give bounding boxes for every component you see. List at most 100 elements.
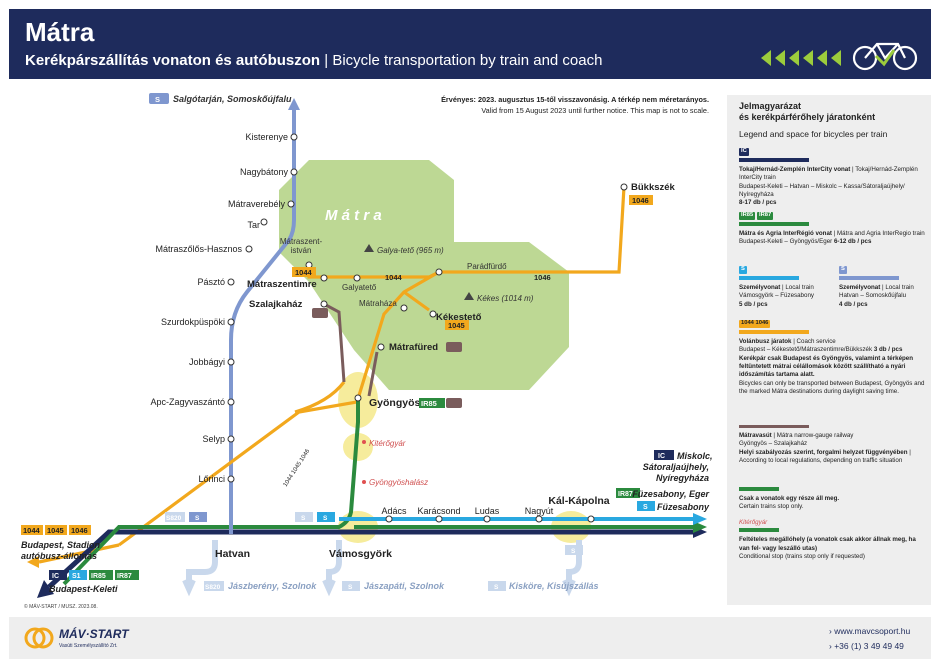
footer-phone: +36 (1) 3 49 49 49: [834, 641, 904, 651]
bus-tag-diag: 1044 1045 1046: [283, 448, 312, 488]
bus-tag-1044-west: 1044: [295, 268, 313, 277]
station-nagyut: Nagyút: [525, 506, 554, 516]
place-bukkszek: Bükkszék: [631, 182, 676, 193]
dest-jaszbereny: Jászberény, Szolnok: [228, 581, 317, 591]
legend-narrow: Mátravasút | Mátra narrow-gauge railway …: [739, 425, 927, 465]
badge-s-east: S: [643, 504, 648, 511]
legend-ic: IC Tokaj/Hernád-Zemplén InterCity vonat …: [739, 147, 927, 208]
place-szalajka: Szalajkaház: [249, 299, 303, 310]
place-hatvan: Hatvan: [215, 548, 250, 560]
legend-bus-en: | Coach service: [791, 337, 836, 345]
narrow-gauge-line: [323, 302, 346, 383]
railway-map: M á t r a: [21, 93, 713, 598]
legend-ic-title-en: | Tokaj/Hernád-Zemplén InterCity train: [739, 165, 918, 182]
region-label: M á t r a: [325, 207, 382, 224]
legend-conditional: Kitérőgyár Feltételes megállóhely (a von…: [739, 519, 927, 561]
legend-local1: S Személyvonat | Local train Vámosgyörk …: [739, 265, 834, 309]
badge-ir85-west: IR85: [91, 573, 106, 580]
legend-stop: Csak a vonatok egy része áll meg. Certai…: [739, 487, 927, 512]
bus-line-diag: [294, 381, 346, 414]
badge-s-north: S: [155, 95, 160, 104]
bus-tag-1045: 1045: [448, 321, 465, 330]
legend-ir87-badge: IR87: [756, 212, 774, 220]
dest-bus-1044: 1044: [23, 526, 41, 535]
station-kal-kapolna: Kál-Kápolna: [548, 495, 609, 507]
branch-jaszapati: [326, 540, 342, 586]
legend-narrow-route: Gyöngyös – Szalajkaház: [739, 440, 808, 448]
validity-hu: Érvényes: 2023. augusztus 15-től visszav…: [441, 95, 709, 104]
matraszentistvan-l2: istván: [291, 246, 312, 255]
page-subtitle: Kerékpárszállítás vonaton és autóbuszon …: [25, 52, 602, 69]
legend-ic-title: Tokaj/Hernád-Zemplén InterCity vonat: [739, 165, 851, 173]
bus-tag-1044-mid: 1044: [385, 273, 403, 282]
place-matraszentistvan: Mátraszent-istván: [280, 237, 323, 255]
footer-logo: MÁV·START: [59, 627, 129, 641]
copyright: © MÁV-START / MUSZ. 2023.08.: [24, 604, 98, 610]
station-matraszolos: Mátraszőlős-Hasznos: [155, 244, 242, 254]
legend-local2-bikes: 4 db / pcs: [839, 300, 868, 308]
subtitle-separator: |: [320, 52, 333, 69]
legend-local2: S Személyvonat | Local train Hatvan – So…: [839, 265, 927, 309]
legend-ic-badge: IC: [739, 148, 749, 156]
legend-ic-route: Budapest-Keleti – Hatvan – Miskolc – Kas…: [739, 182, 905, 198]
legend-narrow-note: Helyi szabályozás szerint, forgalmi hely…: [739, 448, 908, 456]
dest-bp-keleti: Budapest-Keleti: [49, 584, 118, 594]
footer-phone-link[interactable]: › +36 (1) 3 49 49 49: [829, 641, 904, 651]
legend-local2-badge: S: [839, 266, 847, 274]
footer-web-link[interactable]: › www.mavcsoport.hu: [829, 626, 910, 636]
line-ir-green: [62, 398, 360, 586]
badge-ir85-gyongyos: IR85: [421, 399, 437, 408]
station-matraverebely: Mátraverebély: [228, 199, 286, 209]
bus-line-main: [118, 186, 626, 547]
station-nagybatony: Nagybátony: [240, 167, 289, 177]
mav-logo-icon: [24, 627, 54, 649]
peak-kekes: Kékes (1014 m): [477, 294, 534, 303]
place-parad: Parádfürdő: [467, 262, 507, 271]
place-matrahaza: Mátraháza: [359, 299, 397, 308]
dest-miskolc-3: Nyíregyháza: [656, 473, 709, 483]
place-gyongyoshalasz: Gyöngyöshalász: [369, 478, 428, 487]
dest-bp-stadion-1: Budapest, Stadion: [21, 540, 101, 550]
badge-s-hatvan: S: [195, 515, 200, 522]
badge-s-vamos-light: S: [301, 515, 306, 522]
bicycle-arrows-icon: [761, 42, 918, 71]
branch-kiskore: [566, 540, 582, 586]
line-hatvan-somoskoujfalu: [229, 104, 296, 522]
place-vamosgyork: Vámosgyörk: [329, 548, 392, 560]
bus-line-kekes: [403, 290, 430, 312]
station-jobbagyi: Jobbágyi: [189, 357, 225, 367]
legend-cond-en: Conditional stop (trains stop only if re…: [739, 553, 865, 561]
legend-ir-bikes: 6-12 db / pcs: [833, 238, 872, 246]
dest-kiskore: Kisköre, Kisújszállás: [509, 581, 599, 591]
station-selyp: Selyp: [202, 434, 225, 444]
dest-jaszapati: Jászapáti, Szolnok: [364, 581, 445, 591]
legend-local1-route: Vámosgyörk – Füzesabony: [739, 292, 814, 300]
place-matrafured: Mátrafüred: [389, 342, 438, 353]
legend-stop-title: Csak a vonatok egy része áll meg.: [739, 495, 840, 502]
dest-fuzesabony: Füzesabony: [657, 502, 710, 512]
legend-bus-title: Volánbusz járatok: [739, 337, 792, 345]
dest-miskolc-1: Miskolc,: [677, 451, 713, 461]
branch-jaszbereny: [186, 540, 218, 586]
legend-ir85-badge: IR85: [739, 212, 756, 220]
badge-s-kal: S: [571, 548, 576, 555]
badge-ic-east: IC: [658, 453, 665, 460]
legend-stop-en: Certain trains stop only.: [739, 503, 804, 511]
footer-logo-sub: Vasúti Személyszállító Zrt.: [59, 643, 118, 649]
legend-cond-title: Feltételes megállóhely (a vonatok csak a…: [739, 536, 916, 552]
dest-north: Salgótarján, Somoskőújfalu: [173, 94, 292, 104]
dest-miskolc-2: Sátoraljaújhely,: [643, 462, 709, 472]
line-ic-navy: [47, 529, 699, 589]
page-title: Mátra: [25, 17, 95, 47]
dest-bp-stadion-2: autóbusz-állomás: [21, 551, 97, 561]
subtitle-en: Bicycle transportation by train and coac…: [332, 52, 603, 69]
legend-ir-title: Mátra és Agria InterRégió vonat: [739, 229, 832, 237]
bus-tag-1046-east: 1046: [632, 196, 649, 205]
legend-bus-route: Budapest – Kékestető/Mátraszentimre/Bükk…: [739, 346, 873, 354]
legend-local1-title: Személyvonat: [739, 283, 781, 291]
dest-bus-1046: 1046: [71, 526, 88, 535]
legend-bus: 1044 1046 Volánbusz járatok | Coach serv…: [739, 319, 927, 396]
matra-region: [279, 160, 569, 390]
